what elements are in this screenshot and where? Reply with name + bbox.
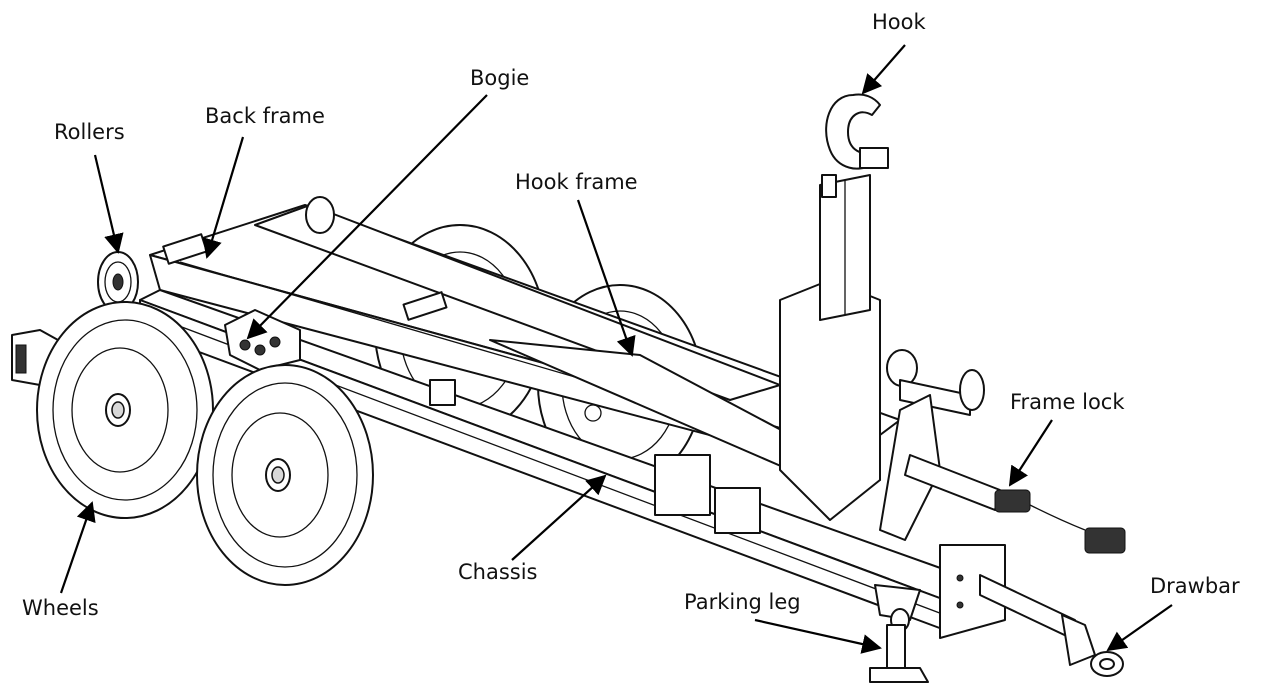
wheel-front-left [36, 301, 214, 519]
arrow-bogie [246, 94, 488, 340]
label-parking-leg: Parking leg [684, 590, 801, 614]
arrow-hook [861, 44, 906, 95]
arrow-frame-lock [1008, 419, 1053, 487]
arrow-parking-leg [754, 618, 882, 654]
drawbar [939, 544, 1124, 677]
label-hook-frame: Hook frame [515, 170, 638, 194]
label-wheels: Wheels [22, 596, 99, 620]
label-frame-lock: Frame lock [1010, 390, 1125, 414]
arrow-wheels [59, 501, 96, 594]
parking-leg [869, 584, 929, 683]
arrow-chassis [511, 474, 607, 561]
frame-lock [879, 349, 1126, 554]
hook-frame [489, 174, 881, 521]
arrow-drawbar [1106, 604, 1173, 652]
bogie [224, 309, 301, 371]
arrow-back-frame [202, 136, 245, 259]
arrow-rollers [93, 154, 124, 254]
label-drawbar: Drawbar [1150, 574, 1240, 598]
label-bogie: Bogie [470, 66, 530, 90]
arrow-hook-frame [576, 199, 636, 357]
hook [825, 93, 889, 170]
label-hook: Hook [872, 10, 926, 34]
wheel-front-right [196, 364, 374, 586]
label-chassis: Chassis [458, 560, 538, 584]
label-back-frame: Back frame [205, 104, 325, 128]
leader-arrows [59, 44, 1173, 654]
label-rollers: Rollers [54, 120, 125, 144]
